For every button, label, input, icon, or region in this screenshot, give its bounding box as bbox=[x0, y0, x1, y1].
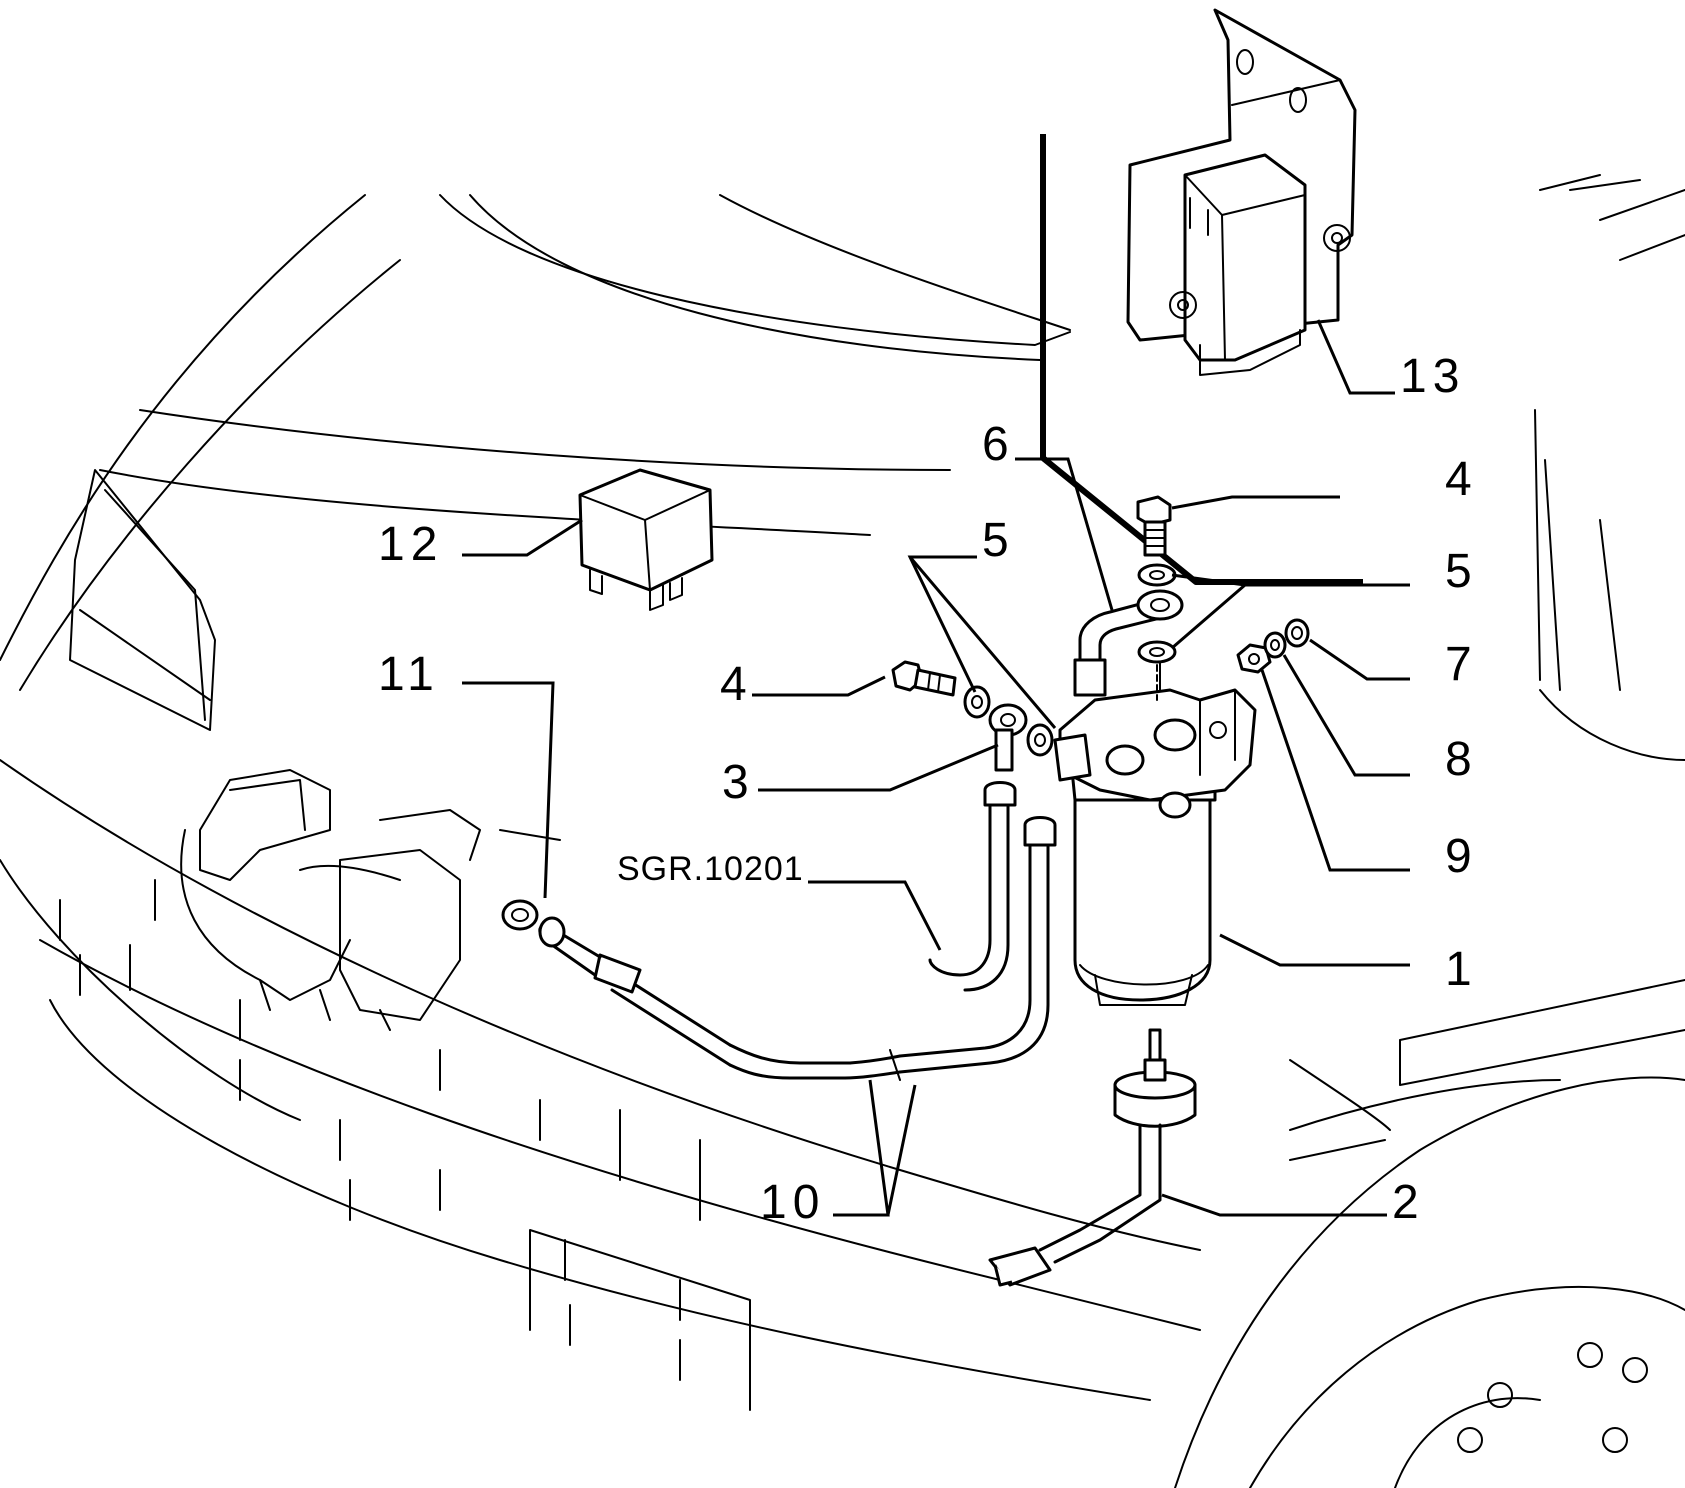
label-part-10: 10 bbox=[760, 1176, 825, 1229]
washer-5-lower bbox=[1137, 640, 1177, 664]
fuel-filter-1 bbox=[1053, 654, 1257, 1006]
washer-7 bbox=[1284, 618, 1310, 648]
engine-compartment-sketch bbox=[180, 769, 561, 1031]
label-part-6: 6 bbox=[982, 418, 1015, 471]
label-part-2: 2 bbox=[1392, 1176, 1425, 1229]
label-part-9: 9 bbox=[1445, 830, 1478, 883]
pipe-6 bbox=[1073, 589, 1184, 697]
label-part-3: 3 bbox=[722, 756, 755, 809]
label-part-5-top: 5 bbox=[982, 514, 1015, 567]
label-part-8: 8 bbox=[1445, 733, 1478, 786]
sensor-2 bbox=[988, 1028, 1197, 1287]
label-part-13: 13 bbox=[1400, 350, 1465, 403]
hose-10 bbox=[538, 781, 1057, 1081]
washer-5-left-b bbox=[1026, 723, 1054, 757]
label-part-4-top: 4 bbox=[1445, 453, 1478, 506]
bracket-relay-13 bbox=[1040, 8, 1363, 585]
nut-9 bbox=[1236, 643, 1272, 674]
label-part-1: 1 bbox=[1445, 943, 1478, 996]
relay-12 bbox=[578, 468, 714, 611]
clip-11 bbox=[501, 899, 539, 931]
washer-5-left-a bbox=[963, 685, 991, 719]
label-part-11: 11 bbox=[378, 648, 440, 701]
label-part-7: 7 bbox=[1445, 638, 1478, 691]
banjo-union-3 bbox=[988, 703, 1028, 772]
vehicle-body-outline bbox=[0, 174, 1685, 1488]
bolt-4-top bbox=[1136, 495, 1172, 557]
leader-lines bbox=[462, 319, 1410, 1217]
label-part-4-left: 4 bbox=[720, 658, 753, 711]
reference-code: SGR.10201 bbox=[617, 850, 804, 888]
bolt-4-left bbox=[891, 660, 957, 697]
label-part-12: 12 bbox=[378, 518, 443, 571]
washer-5-top bbox=[1137, 563, 1177, 587]
washer-8 bbox=[1263, 631, 1287, 659]
label-part-5-right: 5 bbox=[1445, 545, 1478, 598]
